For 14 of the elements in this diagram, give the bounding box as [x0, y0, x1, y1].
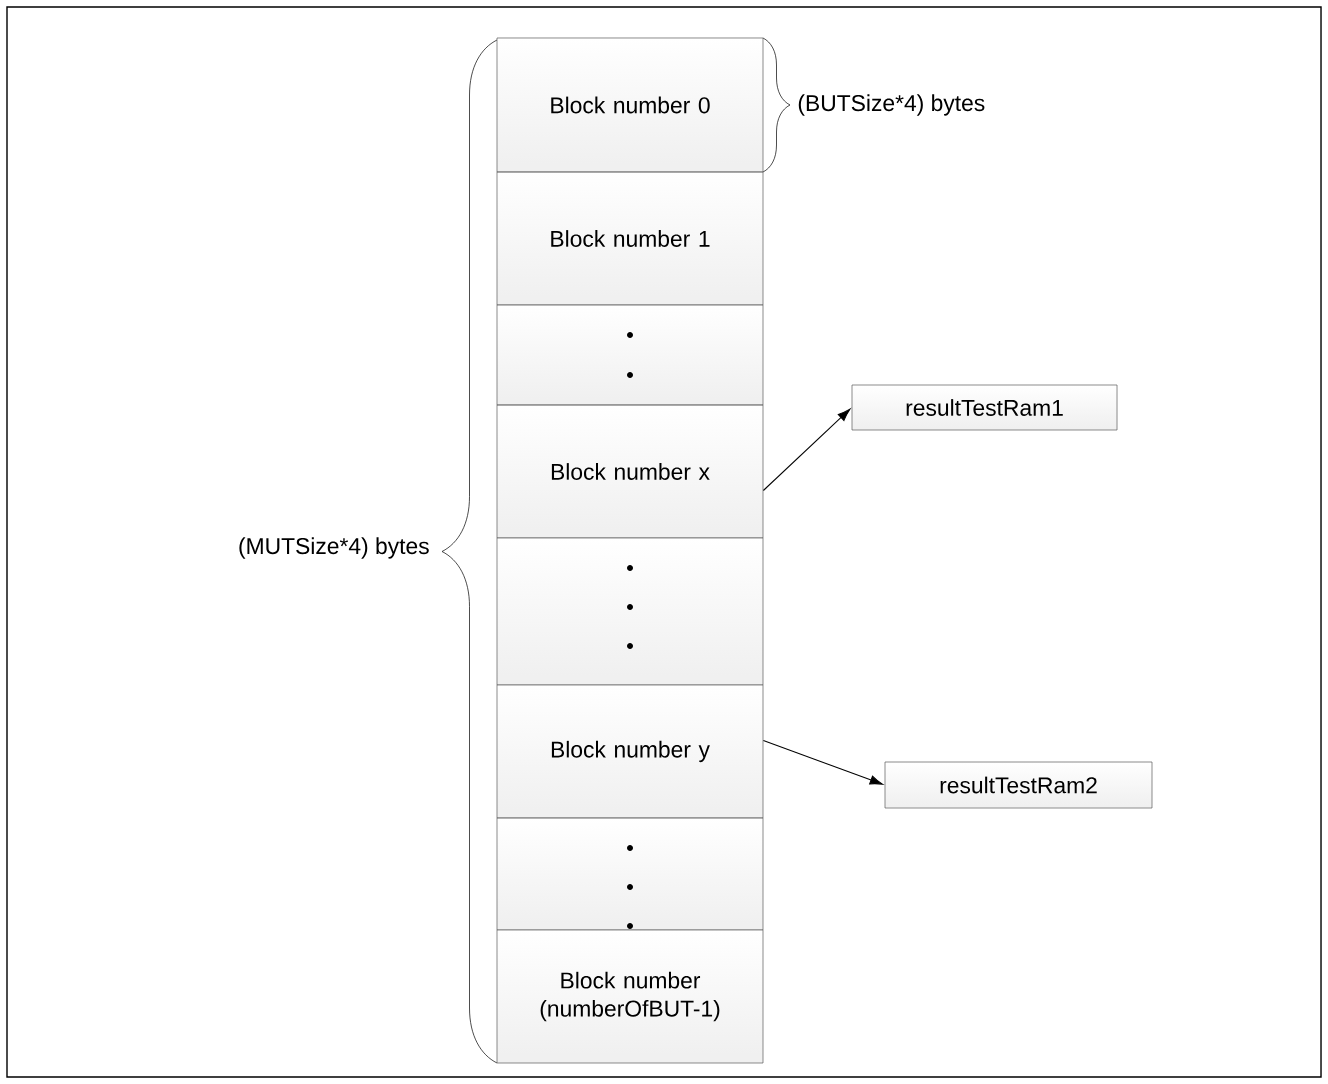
- memory-block: Block number 1: [496, 171, 764, 306]
- size-label: (BUTSize*4) bytes: [798, 94, 985, 116]
- arrow: [762, 740, 883, 785]
- memory-block: Block number (numberOfBUT-1): [496, 929, 764, 1064]
- memory-block: Block number y: [496, 684, 764, 819]
- size-label: (MUTSize*4) bytes: [239, 537, 429, 559]
- memory-block: Block number 0: [496, 37, 764, 173]
- memory-block: Block number x: [496, 404, 764, 539]
- memory-block: [496, 304, 764, 406]
- memory-block: [496, 537, 764, 686]
- result-box: resultTestRam2: [884, 761, 1153, 809]
- arrow: [762, 408, 851, 492]
- result-box: resultTestRam1: [851, 384, 1118, 431]
- memory-block: [496, 817, 764, 931]
